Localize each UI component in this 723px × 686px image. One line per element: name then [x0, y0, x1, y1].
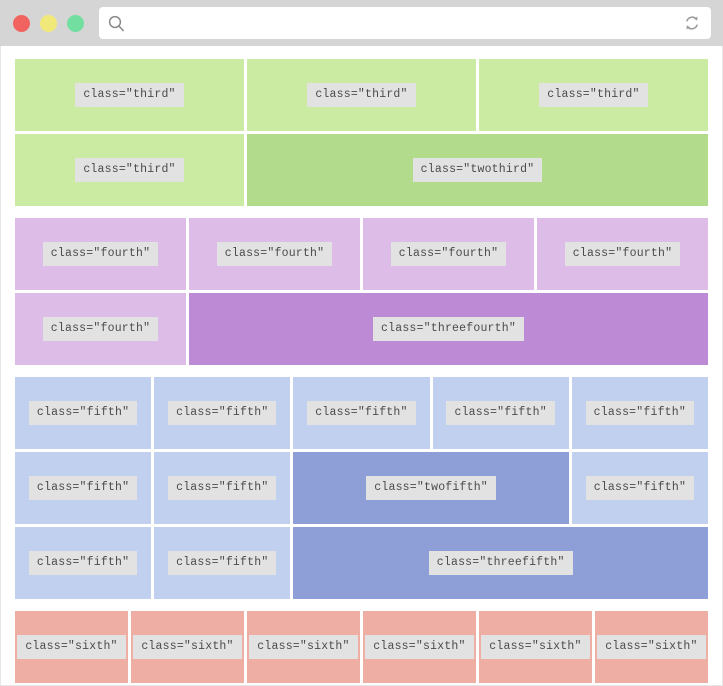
grid-cell-label: class="fourth" — [564, 242, 681, 266]
address-input[interactable] — [133, 7, 675, 39]
grid-cell-fifth[interactable]: class="fifth" — [154, 527, 291, 599]
grid-group-thirds: class="third" class="third" class="third… — [15, 59, 708, 206]
grid-cell-twothird[interactable]: class="twothird" — [246, 134, 708, 206]
grid-cell-fifth[interactable]: class="fifth" — [15, 377, 152, 449]
grid-cell-threefourth[interactable]: class="threefourth" — [189, 293, 708, 365]
grid-cell-fourth[interactable]: class="fourth" — [189, 218, 360, 290]
grid-group-fourths: class="fourth" class="fourth" class="fou… — [15, 218, 708, 365]
minimize-button[interactable] — [40, 14, 57, 32]
grid-cell-label: class="sixth" — [249, 635, 358, 659]
page-viewport: class="third" class="third" class="third… — [0, 46, 723, 686]
grid-cell-third[interactable]: class="third" — [478, 59, 708, 131]
grid-cell-label: class="fourth" — [42, 317, 159, 341]
grid-cell-third[interactable]: class="third" — [15, 59, 244, 131]
grid-cell-label: class="fifth" — [28, 476, 138, 500]
grid-cell-label: class="sixth" — [597, 635, 706, 659]
grid-cell-fifth[interactable]: class="fifth" — [154, 452, 291, 524]
grid-cell-label: class="third" — [307, 83, 416, 107]
grid-cell-fifth[interactable]: class="fifth" — [154, 377, 291, 449]
grid-cell-label: class="third" — [75, 83, 184, 107]
grid-cell-fifth[interactable]: class="fifth" — [293, 377, 430, 449]
grid-cell-fourth[interactable]: class="fourth" — [15, 218, 186, 290]
grid-cell-fourth[interactable]: class="fourth" — [363, 218, 534, 290]
grid-cell-threefifth[interactable]: class="threefifth" — [293, 527, 708, 599]
maximize-button[interactable] — [67, 14, 84, 32]
grid-cell-label: class="sixth" — [133, 635, 242, 659]
grid-cell-fifth[interactable]: class="fifth" — [571, 452, 708, 524]
grid-cell-label: class="sixth" — [17, 635, 126, 659]
grid-cell-sixth[interactable]: class="sixth" — [362, 611, 476, 683]
grid-cell-label: class="fifth" — [585, 401, 694, 425]
grid-row: class="third" class="twothird" — [15, 134, 708, 206]
grid-cell-label: class="fourth" — [216, 242, 333, 266]
grid-cell-sixth[interactable]: class="sixth" — [130, 611, 244, 683]
grid-cell-sixth[interactable]: class="sixth" — [594, 611, 708, 683]
address-bar[interactable] — [99, 7, 711, 39]
grid-cell-sixth[interactable]: class="sixth" — [246, 611, 360, 683]
grid-row: class="fourth" class="threefourth" — [15, 293, 708, 365]
grid-cell-fifth[interactable]: class="fifth" — [15, 452, 152, 524]
grid-cell-label: class="fifth" — [168, 551, 277, 575]
grid-cell-label: class="twofifth" — [366, 476, 496, 500]
grid-cell-fourth[interactable]: class="fourth" — [537, 218, 708, 290]
grid-group-fifths: class="fifth" class="fifth" class="fifth… — [15, 377, 708, 599]
grid-cell-label: class="threefourth" — [373, 317, 524, 341]
grid-cell-fifth[interactable]: class="fifth" — [432, 377, 569, 449]
grid-cell-label: class="fifth" — [585, 476, 695, 500]
search-icon — [108, 15, 125, 32]
grid-cell-twofifth[interactable]: class="twofifth" — [293, 452, 569, 524]
grid-cell-label: class="twothird" — [412, 158, 543, 182]
grid-cell-fifth[interactable]: class="fifth" — [571, 377, 708, 449]
grid-row: class="fifth" class="fifth" class="fifth… — [15, 377, 708, 449]
reload-icon[interactable] — [683, 14, 701, 32]
grid-cell-third[interactable]: class="third" — [246, 59, 476, 131]
grid-cell-label: class="third" — [539, 83, 648, 107]
grid-cell-sixth[interactable]: class="sixth" — [15, 611, 128, 683]
browser-titlebar — [0, 0, 723, 46]
grid-cell-fifth[interactable]: class="fifth" — [15, 527, 152, 599]
grid-cell-label: class="fifth" — [168, 476, 277, 500]
grid-cell-label: class="fourth" — [42, 242, 159, 266]
grid-row: class="fourth" class="fourth" class="fou… — [15, 218, 708, 290]
grid-cell-label: class="fifth" — [307, 401, 416, 425]
grid-cell-label: class="fifth" — [28, 551, 138, 575]
grid-row: class="third" class="third" class="third… — [15, 59, 708, 131]
grid-cell-label: class="fifth" — [28, 401, 138, 425]
close-button[interactable] — [13, 14, 30, 32]
grid-row: class="fifth" class="fifth" class="twofi… — [15, 452, 708, 524]
grid-cell-label: class="fifth" — [446, 401, 555, 425]
grid-cell-label: class="third" — [75, 158, 184, 182]
grid-cell-fourth[interactable]: class="fourth" — [15, 293, 186, 365]
window-controls — [13, 14, 84, 32]
grid-cell-third[interactable]: class="third" — [15, 134, 244, 206]
grid-row: class="fifth" class="fifth" class="three… — [15, 527, 708, 599]
grid-cell-label: class="sixth" — [365, 635, 474, 659]
grid-cell-label: class="fifth" — [168, 401, 277, 425]
grid-row: class="sixth" class="sixth" class="sixth… — [15, 611, 708, 683]
grid-cell-sixth[interactable]: class="sixth" — [478, 611, 592, 683]
grid-cell-label: class="sixth" — [481, 635, 590, 659]
grid-cell-label: class="threefifth" — [428, 551, 573, 575]
grid-group-sixths: class="sixth" class="sixth" class="sixth… — [15, 611, 708, 683]
grid-cell-label: class="fourth" — [390, 242, 507, 266]
